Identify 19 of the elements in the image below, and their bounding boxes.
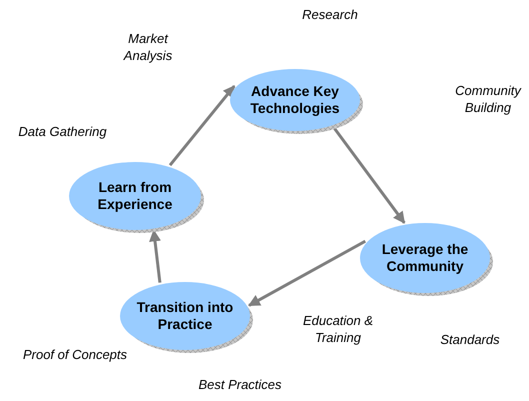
node-label: Leverage the Community — [380, 241, 470, 275]
annotation-label: Market Analysis — [122, 30, 174, 64]
annotation-label: Proof of Concepts — [22, 346, 128, 363]
annotation-label: Community Building — [454, 82, 522, 116]
ellipse-node — [358, 221, 492, 295]
arrow — [168, 85, 236, 166]
node-label: Learn from Experience — [96, 179, 174, 213]
annotation-label: Best Practices — [197, 376, 283, 393]
arrow — [248, 240, 366, 307]
node-label: Transition into Practice — [136, 299, 234, 333]
annotation-label: Research — [301, 6, 359, 23]
node-label: Advance Key Technologies — [249, 83, 341, 117]
arrow — [332, 126, 406, 224]
annotation-label: Data Gathering — [17, 123, 108, 140]
arrow — [149, 229, 162, 283]
ellipse-node — [67, 160, 203, 232]
annotation-label: Education & Training — [302, 312, 374, 346]
ellipse-node — [228, 67, 362, 133]
annotation-label: Standards — [439, 331, 501, 348]
